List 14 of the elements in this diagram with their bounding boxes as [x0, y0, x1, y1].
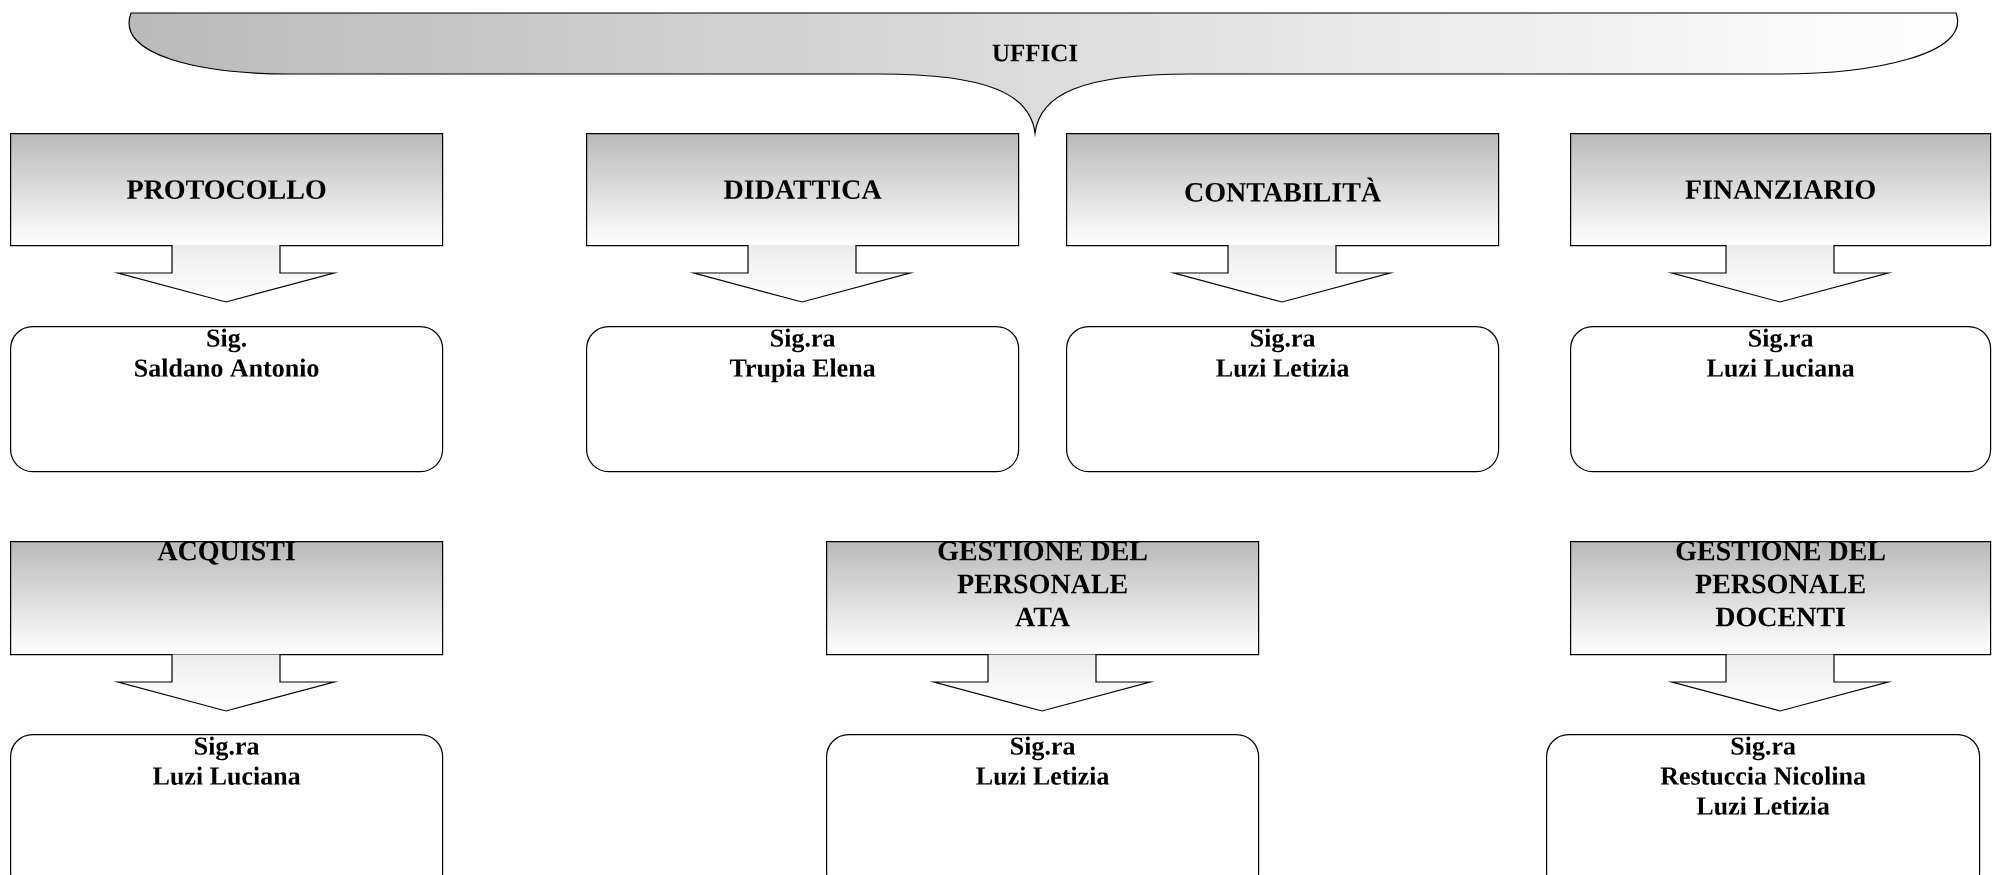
- name-box: Sig. Saldano Antonio: [10, 326, 444, 473]
- arrow-callout-box: GESTIONE DEL PERSONALE DOCENTI: [1570, 541, 1992, 712]
- name-box: Sig.ra Trupia Elena: [586, 326, 1020, 473]
- name-box: Sig.ra Luzi Letizia: [1066, 326, 1500, 473]
- arrow-callout-box: ACQUISTI: [10, 541, 444, 712]
- name-box: Sig.ra Luzi Letizia: [826, 734, 1260, 875]
- arrow-callout-box: DIDATTICA: [586, 133, 1020, 303]
- name-box: Sig.ra Restuccia Nicolina Luzi Letizia: [1546, 734, 1981, 875]
- name-box: Sig.ra Luzi Luciana: [10, 734, 444, 875]
- name-box: Sig.ra Luzi Luciana: [1570, 326, 1992, 473]
- arrow-callout-box: PROTOCOLLO: [10, 133, 444, 303]
- arrow-callout-box: CONTABILITÀ: [1066, 133, 1500, 303]
- arrow-callout-box: FINANZIARIO: [1570, 133, 1992, 303]
- arrow-callout-box: GESTIONE DEL PERSONALE ATA: [826, 541, 1260, 712]
